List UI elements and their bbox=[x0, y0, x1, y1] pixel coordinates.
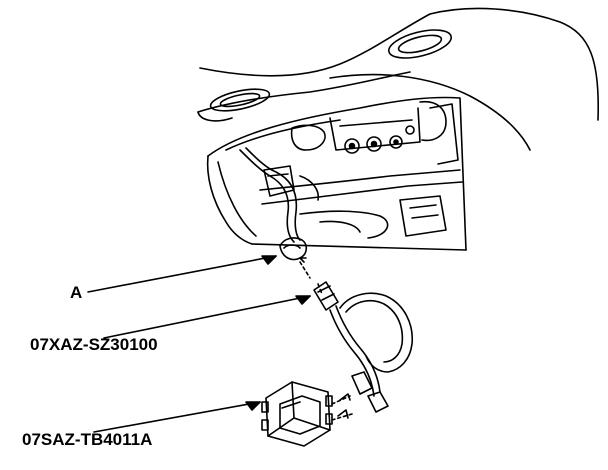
callout-label-adapter-harness: 07XAZ-SZ30100 bbox=[30, 335, 158, 354]
connector-a bbox=[279, 237, 308, 261]
console-opening bbox=[206, 96, 467, 251]
vehicle-headliner bbox=[197, 7, 600, 151]
engagement-arrows bbox=[299, 257, 323, 295]
adapter-harness bbox=[313, 281, 413, 413]
tester-box bbox=[261, 381, 353, 447]
leader-lines bbox=[87, 255, 311, 433]
callout-label-tester-box: 07SAZ-TB4011A bbox=[22, 430, 153, 449]
callout-label-a: A bbox=[70, 283, 83, 302]
